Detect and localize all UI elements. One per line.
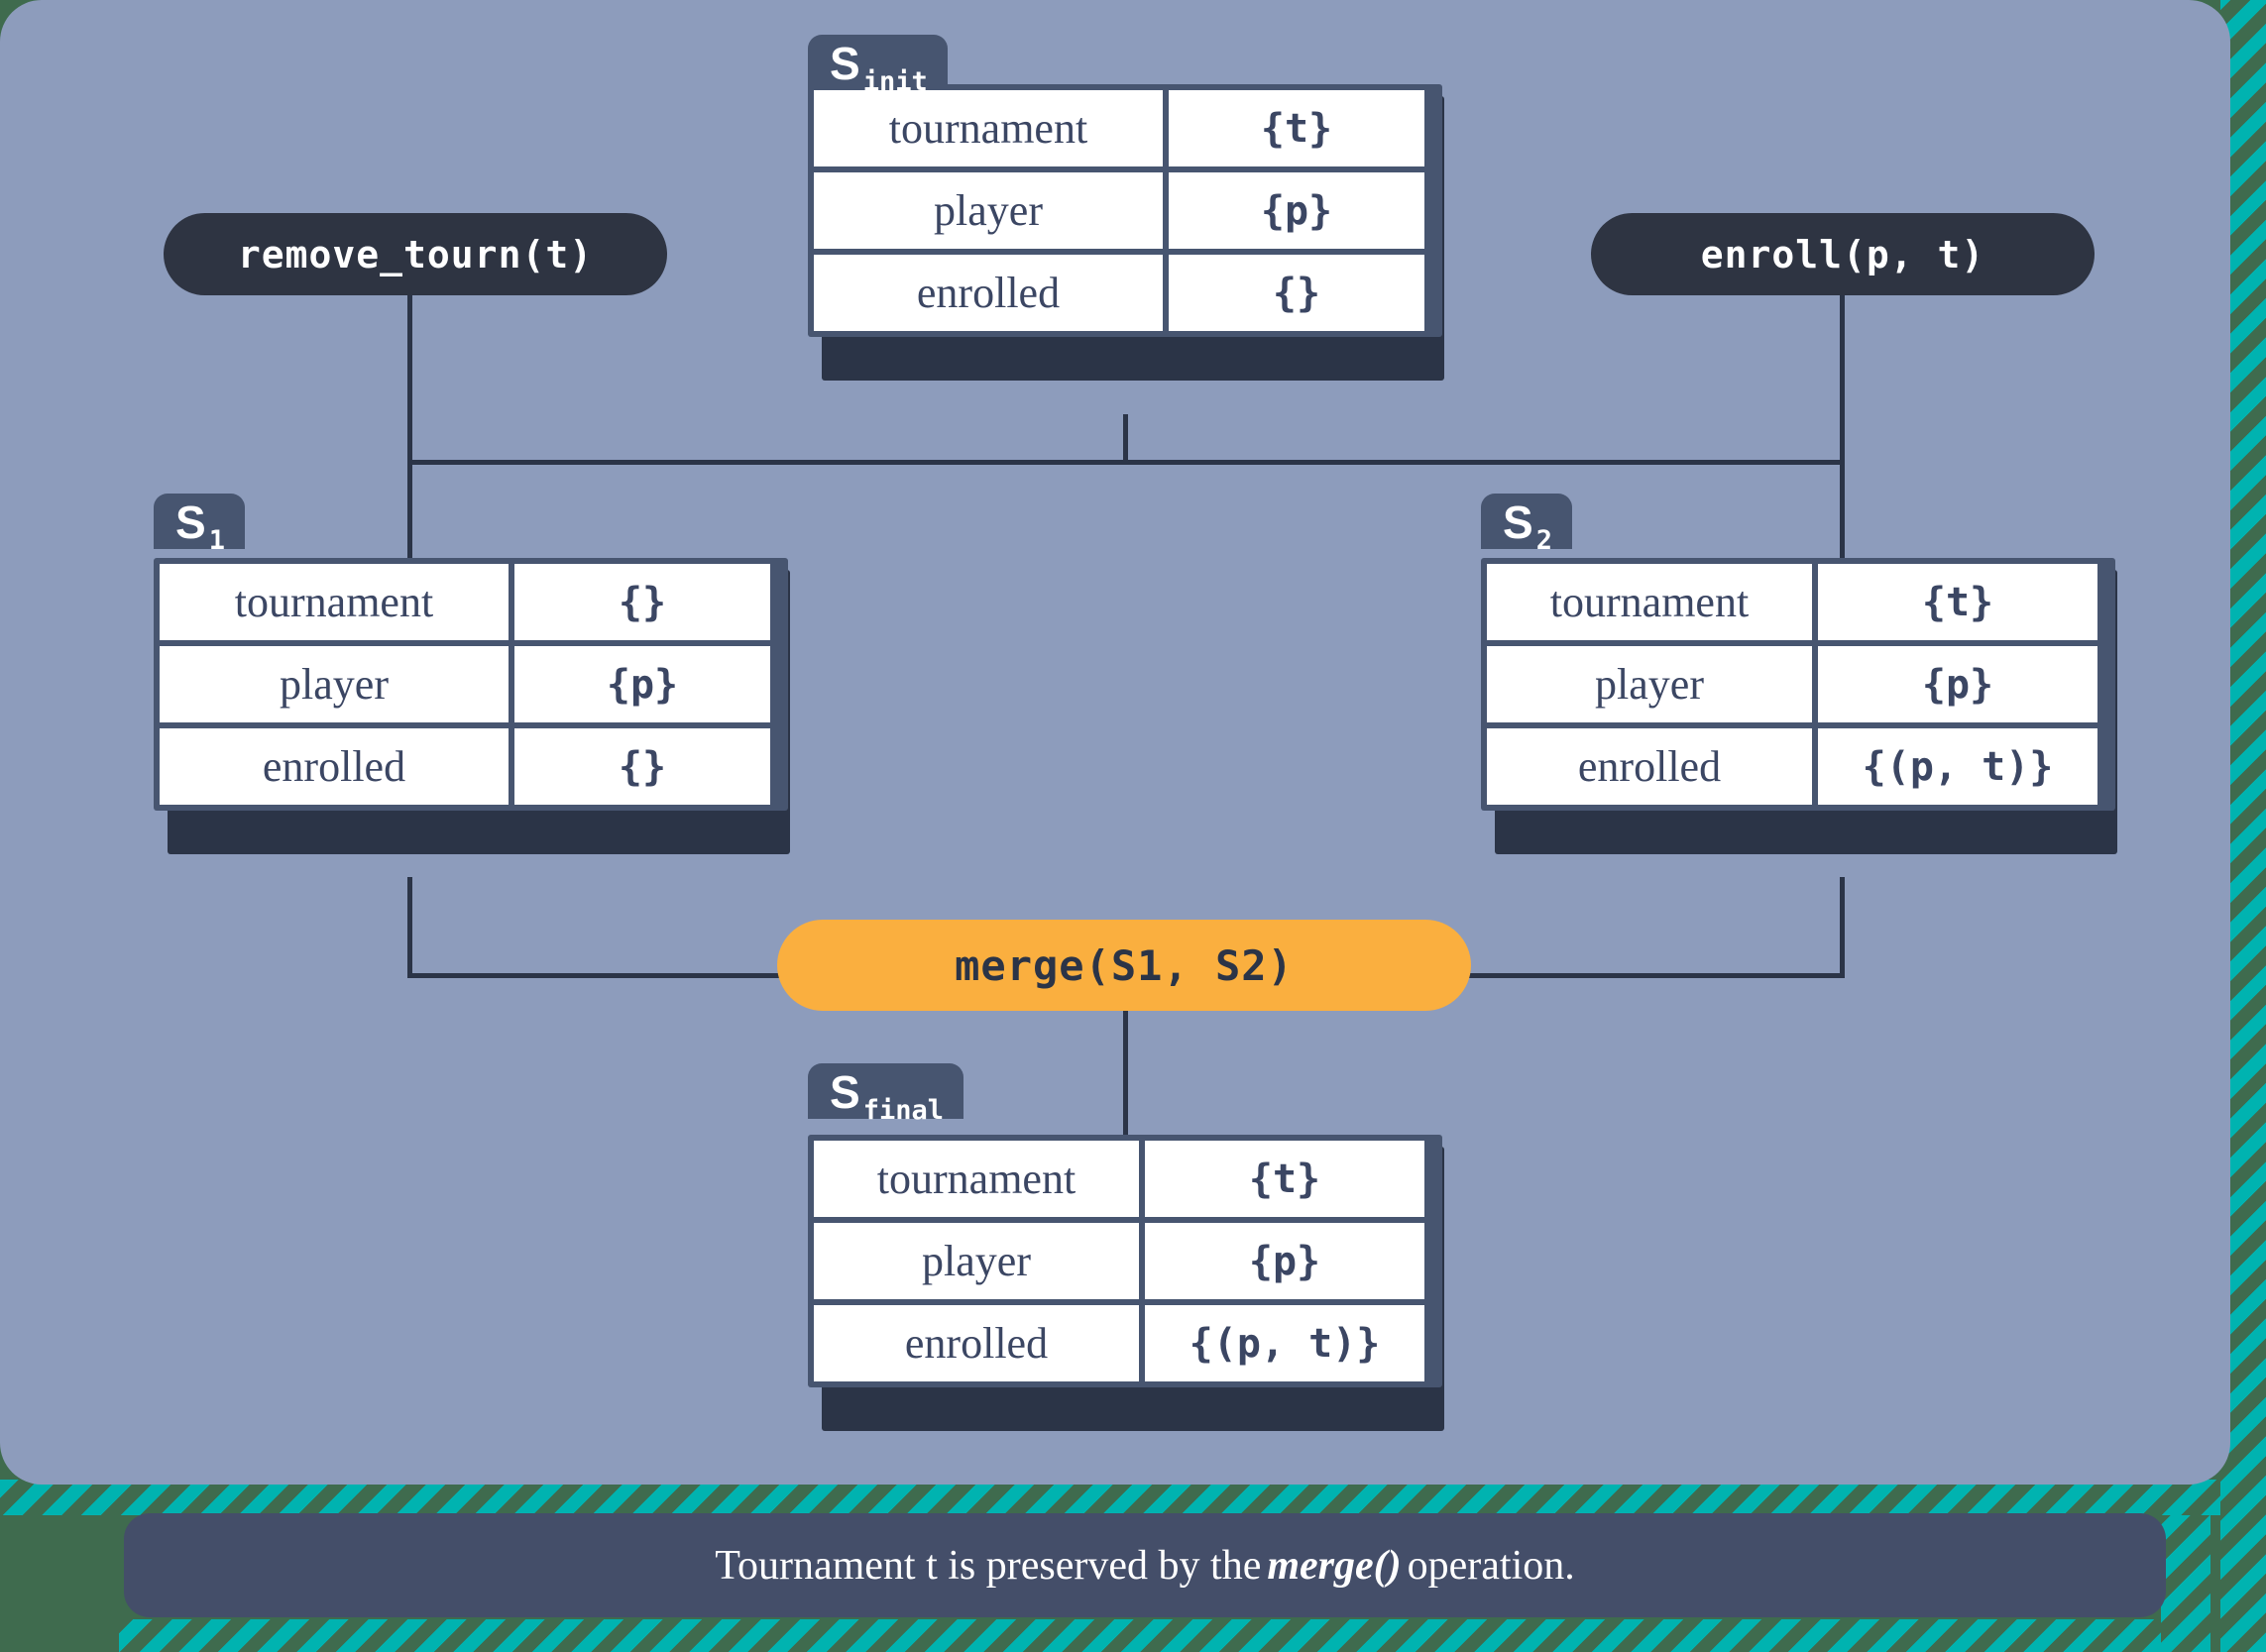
table-row: enrolled {(p, t)} <box>1487 728 2109 805</box>
table-row: player {p} <box>814 1223 1436 1299</box>
table-row: enrolled {(p, t)} <box>814 1305 1436 1381</box>
row-value-cell: {t} <box>1818 564 2097 640</box>
row-label-cell: enrolled <box>814 255 1163 331</box>
row-value-cell: {t} <box>1169 90 1424 166</box>
row-label-cell: enrolled <box>814 1305 1139 1381</box>
row-value-cell: {(p, t)} <box>1145 1305 1424 1381</box>
caption-bar: Tournament t is preserved by the merge()… <box>124 1513 2166 1617</box>
row-value-cell: {} <box>1169 255 1424 331</box>
state-tab-s-1: S 1 <box>154 494 245 554</box>
row-label-cell: player <box>1487 646 1812 722</box>
caption-text-after: operation. <box>1407 1542 1575 1589</box>
operation-merge-label: merge(S1, S2) <box>955 940 1294 990</box>
row-value-cell: {p} <box>514 646 770 722</box>
row-value-cell: {} <box>514 564 770 640</box>
connector-remove-tourn-to-s1 <box>407 287 412 600</box>
table-row: enrolled {} <box>160 728 782 805</box>
operation-enroll-label: enroll(p, t) <box>1700 232 1985 276</box>
row-label-cell: enrolled <box>1487 728 1812 805</box>
state-tab-s-2: S 2 <box>1481 494 1572 554</box>
connector-s1-to-merge <box>407 973 804 978</box>
table-row: tournament {} <box>160 564 782 640</box>
state-table-s-final: tournament {t} player {p} enrolled {(p, … <box>808 1135 1442 1387</box>
row-value-cell: {(p, t)} <box>1818 728 2097 805</box>
row-label-cell: player <box>160 646 509 722</box>
stripe-band-panel-bottom <box>0 1480 2220 1515</box>
table-row: player {p} <box>160 646 782 722</box>
row-label-cell: tournament <box>814 90 1163 166</box>
connector-s1-down <box>407 877 412 978</box>
operation-enroll[interactable]: enroll(p, t) <box>1591 213 2095 295</box>
state-table-s-2: tournament {t} player {p} enrolled {(p, … <box>1481 558 2115 811</box>
operation-merge[interactable]: merge(S1, S2) <box>777 920 1471 1011</box>
row-label-cell: enrolled <box>160 728 509 805</box>
state-tab-sub-label: init <box>862 66 928 97</box>
state-tab-main-label: S <box>1503 496 1533 548</box>
state-tab-sub-label: final <box>862 1095 944 1126</box>
connector-s2-down <box>1840 877 1845 978</box>
state-tab-main-label: S <box>830 1066 860 1118</box>
state-table-s-init: tournament {t} player {p} enrolled {} <box>808 84 1442 337</box>
connector-merge-to-sfinal <box>1123 1011 1128 1135</box>
table-row: tournament {t} <box>1487 564 2109 640</box>
operation-remove-tourn[interactable]: remove_tourn(t) <box>164 213 667 295</box>
row-value-cell: {p} <box>1818 646 2097 722</box>
connector-sinit-down <box>1123 414 1128 464</box>
table-row: tournament {t} <box>814 90 1436 166</box>
state-tab-s-init: S init <box>808 35 948 95</box>
connector-enroll-to-s2 <box>1840 287 1845 600</box>
state-table-s-1: tournament {} player {p} enrolled {} <box>154 558 788 811</box>
row-label-cell: player <box>814 172 1163 249</box>
stripe-band-caption-bottom <box>119 1619 2161 1652</box>
table-row: enrolled {} <box>814 255 1436 331</box>
row-value-cell: {p} <box>1169 172 1424 249</box>
table-row: player {p} <box>814 172 1436 249</box>
row-label-cell: tournament <box>1487 564 1812 640</box>
row-label-cell: tournament <box>160 564 509 640</box>
caption-text-emphasis: merge() <box>1267 1542 1402 1589</box>
operation-remove-tourn-label: remove_tourn(t) <box>237 232 594 276</box>
state-tab-s-final: S final <box>808 1063 963 1124</box>
row-value-cell: {p} <box>1145 1223 1424 1299</box>
caption-text-before: Tournament t is preserved by the <box>715 1542 1262 1589</box>
table-row: player {p} <box>1487 646 2109 722</box>
row-value-cell: {} <box>514 728 770 805</box>
connector-s2-to-merge <box>1447 973 1845 978</box>
state-tab-main-label: S <box>175 496 206 548</box>
row-value-cell: {t} <box>1145 1141 1424 1217</box>
state-tab-sub-label: 2 <box>1535 525 1552 556</box>
connector-split-bus <box>407 460 1845 465</box>
stripe-band-caption-right <box>2161 1515 2210 1652</box>
state-tab-main-label: S <box>830 38 860 89</box>
row-label-cell: tournament <box>814 1141 1139 1217</box>
row-label-cell: player <box>814 1223 1139 1299</box>
table-row: tournament {t} <box>814 1141 1436 1217</box>
state-tab-sub-label: 1 <box>208 525 225 556</box>
